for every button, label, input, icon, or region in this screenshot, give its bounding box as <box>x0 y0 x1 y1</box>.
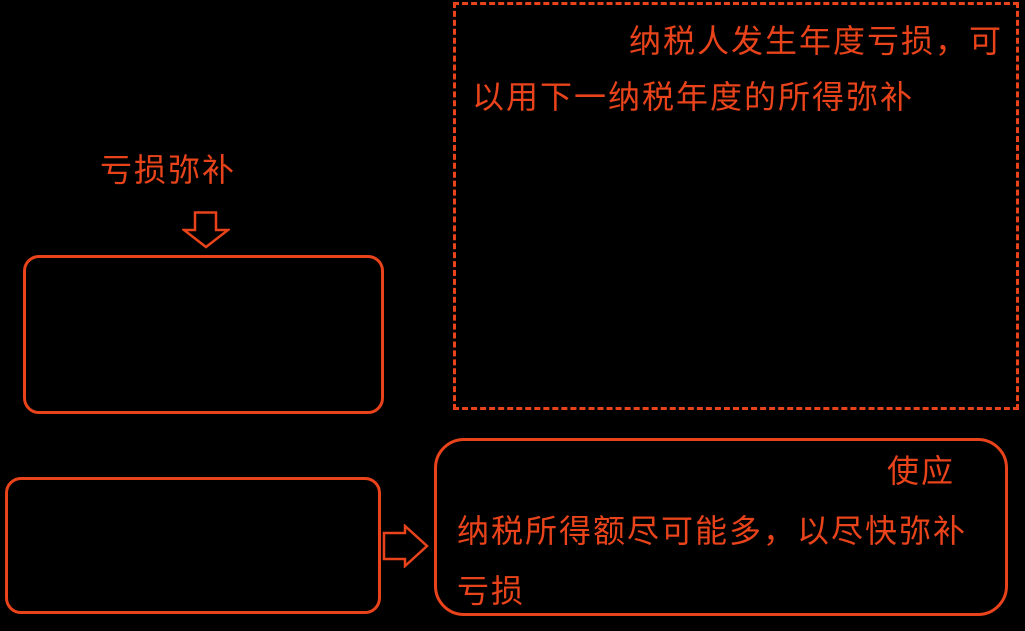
empty-rounded-box-top <box>23 255 384 414</box>
strategy-text-line-2: 纳税所得额尽可能多，以尽快弥补 <box>457 513 968 549</box>
empty-rounded-box-bottom <box>5 477 381 614</box>
strategy-rounded-box: 使应 纳税所得额尽可能多，以尽快弥补 亏损 <box>434 438 1008 616</box>
loss-policy-dashed-box: 纳税人发生年度亏损，可 以用下一纳税年度的所得弥补 <box>453 2 1019 410</box>
policy-text-line-2: 以用下一纳税年度的所得弥补 <box>472 79 915 115</box>
loss-compensation-heading: 亏损弥补 <box>100 152 237 188</box>
right-block-arrow-icon <box>382 524 429 568</box>
policy-text-line-1: 纳税人发生年度亏损，可 <box>629 23 1004 59</box>
strategy-text-line-3: 亏损 <box>457 573 526 609</box>
down-block-arrow-icon <box>182 211 230 249</box>
strategy-text-line-1: 使应 <box>887 453 956 489</box>
